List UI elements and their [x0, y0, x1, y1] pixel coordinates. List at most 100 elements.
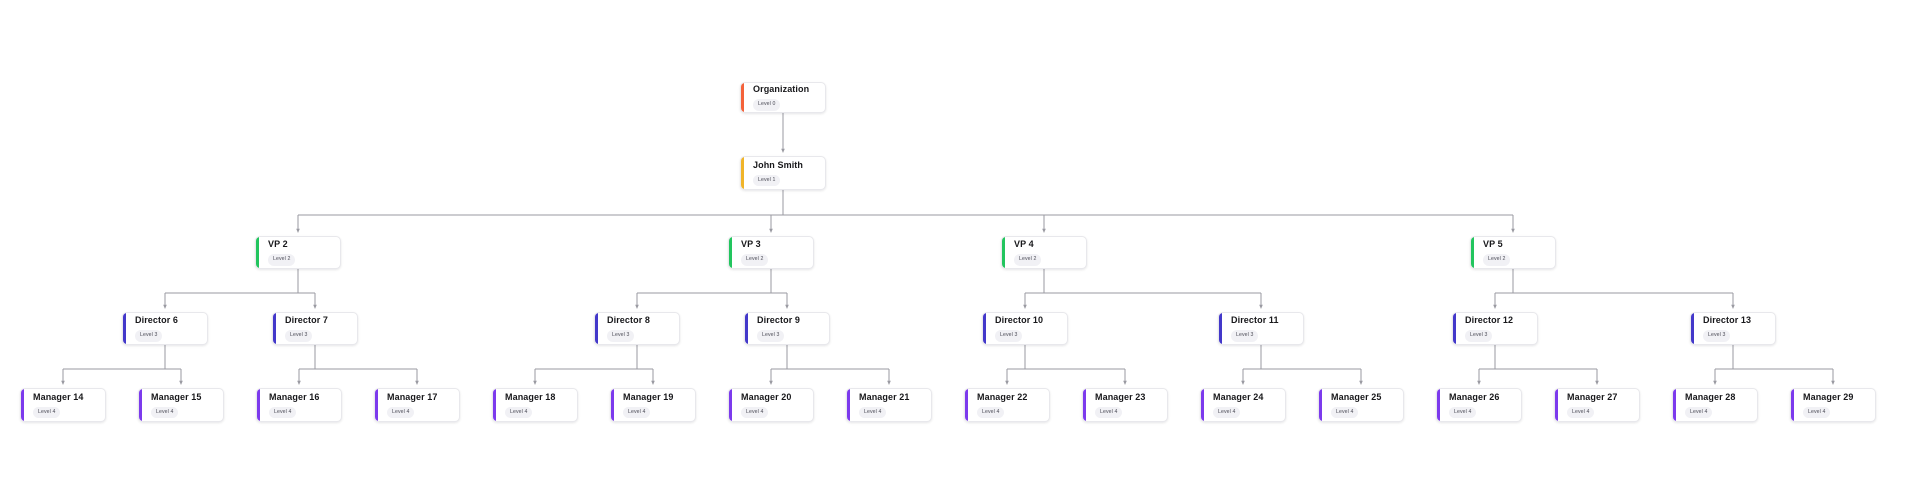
node-title: Manager 25	[1331, 391, 1382, 402]
node-title: Manager 19	[623, 391, 674, 402]
node-level-badge: Level 3	[607, 330, 635, 342]
node-level-badge: Level 3	[135, 330, 163, 342]
org-node[interactable]: VP 2 Level 2	[255, 236, 341, 269]
org-node[interactable]: Manager 28 Level 4	[1672, 388, 1758, 422]
node-accent-bar	[1319, 389, 1322, 421]
node-level-badge: Level 4	[1685, 406, 1713, 419]
node-accent-bar	[1791, 389, 1794, 421]
node-accent-bar	[745, 313, 748, 344]
org-node[interactable]: Manager 25 Level 4	[1318, 388, 1404, 422]
node-accent-bar	[729, 237, 732, 268]
node-level-badge: Level 4	[387, 406, 415, 419]
node-level-badge: Level 4	[505, 406, 533, 419]
node-level-badge: Level 2	[268, 254, 296, 266]
node-title: VP 2	[268, 239, 288, 250]
org-node[interactable]: Director 6 Level 3	[122, 312, 208, 345]
node-accent-bar	[256, 237, 259, 268]
node-accent-bar	[493, 389, 496, 421]
node-title: Manager 24	[1213, 391, 1264, 402]
node-title: Manager 28	[1685, 391, 1736, 402]
org-node[interactable]: Manager 18 Level 4	[492, 388, 578, 422]
node-accent-bar	[1437, 389, 1440, 421]
node-level-badge: Level 4	[623, 406, 651, 419]
node-level-badge: Level 4	[1331, 406, 1359, 419]
node-accent-bar	[123, 313, 126, 344]
node-title: Manager 26	[1449, 391, 1500, 402]
node-level-badge: Level 4	[269, 406, 297, 419]
node-title: VP 3	[741, 239, 761, 250]
org-node[interactable]: Manager 20 Level 4	[728, 388, 814, 422]
org-node[interactable]: Manager 15 Level 4	[138, 388, 224, 422]
node-accent-bar	[595, 313, 598, 344]
node-title: Director 13	[1703, 315, 1752, 326]
node-level-badge: Level 4	[977, 406, 1005, 419]
org-node[interactable]: VP 3 Level 2	[728, 236, 814, 269]
node-accent-bar	[741, 83, 744, 112]
node-level-badge: Level 2	[1483, 254, 1511, 266]
node-title: Manager 22	[977, 391, 1028, 402]
org-node[interactable]: Manager 17 Level 4	[374, 388, 460, 422]
org-node[interactable]: Manager 19 Level 4	[610, 388, 696, 422]
node-accent-bar	[965, 389, 968, 421]
node-accent-bar	[1555, 389, 1558, 421]
node-title: Manager 17	[387, 391, 438, 402]
org-node[interactable]: Director 10 Level 3	[982, 312, 1068, 345]
node-accent-bar	[729, 389, 732, 421]
node-accent-bar	[847, 389, 850, 421]
node-level-badge: Level 1	[753, 174, 781, 187]
node-accent-bar	[983, 313, 986, 344]
org-node[interactable]: Manager 22 Level 4	[964, 388, 1050, 422]
node-accent-bar	[273, 313, 276, 344]
node-accent-bar	[1002, 237, 1005, 268]
node-accent-bar	[1453, 313, 1456, 344]
node-level-badge: Level 3	[1231, 330, 1259, 342]
node-title: Manager 29	[1803, 391, 1854, 402]
org-node[interactable]: Manager 23 Level 4	[1082, 388, 1168, 422]
node-title: VP 4	[1014, 239, 1034, 250]
node-title: Director 8	[607, 315, 651, 326]
node-level-badge: Level 2	[741, 254, 769, 266]
node-title: Manager 18	[505, 391, 556, 402]
node-level-badge: Level 0	[753, 99, 781, 111]
org-node[interactable]: Director 8 Level 3	[594, 312, 680, 345]
node-title: Director 6	[135, 315, 179, 326]
node-level-badge: Level 4	[33, 406, 61, 419]
node-title: Organization	[753, 84, 810, 95]
node-accent-bar	[257, 389, 260, 421]
node-level-badge: Level 3	[285, 330, 313, 342]
node-title: Manager 15	[151, 391, 202, 402]
node-level-badge: Level 4	[1095, 406, 1123, 419]
node-level-badge: Level 3	[995, 330, 1023, 342]
node-title: Director 10	[995, 315, 1044, 326]
node-level-badge: Level 4	[151, 406, 179, 419]
node-title: John Smith	[753, 159, 803, 170]
node-title: Manager 20	[741, 391, 792, 402]
node-title: Manager 23	[1095, 391, 1146, 402]
node-accent-bar	[1471, 237, 1474, 268]
node-accent-bar	[1691, 313, 1694, 344]
org-node[interactable]: Director 7 Level 3	[272, 312, 358, 345]
node-accent-bar	[1673, 389, 1676, 421]
node-level-badge: Level 4	[859, 406, 887, 419]
node-level-badge: Level 4	[741, 406, 769, 419]
node-title: Director 9	[757, 315, 801, 326]
node-title: Director 7	[285, 315, 329, 326]
node-title: Director 12	[1465, 315, 1514, 326]
